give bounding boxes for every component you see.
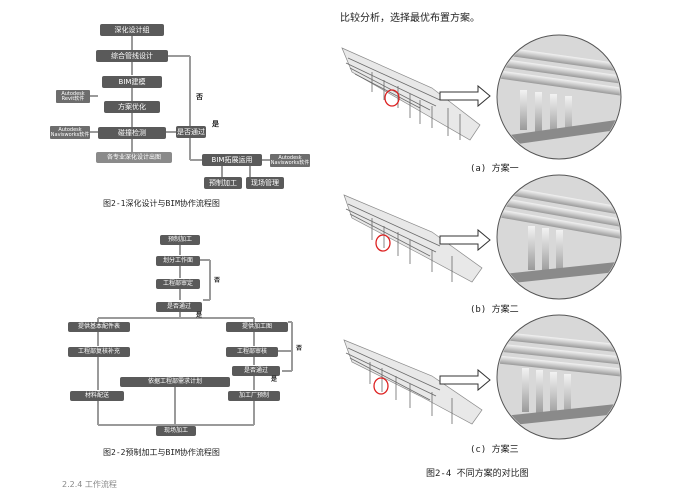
label-no-2: 否 (296, 345, 303, 352)
box-engineering-review: 工程部审核 (226, 347, 278, 357)
tool-navisworks-2: Autodesk Navisworks软件 (270, 154, 310, 167)
box-site-processing: 现场加工 (156, 426, 196, 436)
scheme-c-overview (343, 339, 483, 425)
scheme-c-zoom (496, 314, 622, 440)
box-pass-check-1: 是否通过 (156, 302, 202, 312)
caption-fig-2-2: 图2-2预制加工与BIM协作流程图 (103, 448, 220, 457)
section-heading-partial: 2.2.4 工作流程 (62, 480, 117, 489)
label-no-1: 否 (214, 277, 221, 284)
scheme-b-zoom (496, 174, 622, 300)
scheme-b-arrow (439, 228, 491, 252)
box-pass-check-2: 是否通过 (232, 366, 280, 376)
box-collision-detection: 碰撞检测 (98, 127, 166, 139)
label-yes-2: 是 (271, 376, 278, 383)
tool-revit: Autodesk Revit软件 (56, 90, 90, 103)
box-material-delivery: 材料配送 (70, 391, 124, 401)
box-factory-prefab: 加工厂预制 (228, 391, 280, 401)
caption-scheme-c: (c) 方案三 (470, 445, 519, 455)
caption-fig-2-1: 图2-1深化设计与BIM协作流程图 (103, 199, 220, 208)
box-scheme-optimization: 方案优化 (104, 101, 160, 113)
box-site-management: 现场管理 (246, 177, 284, 189)
box-basic-parts-list: 提供基本配件表 (68, 322, 130, 332)
label-no: 否 (196, 93, 203, 101)
caption-scheme-b: (b) 方案二 (470, 305, 519, 315)
box-engineering-approve: 工程部审定 (156, 279, 200, 289)
scheme-a-arrow (439, 84, 491, 108)
box-engineering-review-supplement: 工程部复核补充 (68, 347, 130, 357)
box-prefab-processing: 预制加工 (160, 235, 200, 245)
box-drawing-output: 各专业深化设计出图 (96, 152, 172, 163)
label-yes: 是 (212, 120, 219, 128)
box-bim-modeling: BIM建模 (102, 76, 162, 88)
caption-fig-2-4: 图2-4 不同方案的对比图 (426, 469, 529, 479)
scheme-c-arrow (439, 368, 491, 392)
box-provide-drawings: 提供加工图 (226, 322, 288, 332)
box-divide-work-area: 划分工作面 (156, 256, 200, 266)
box-deepening-design-group: 深化设计组 (100, 24, 164, 36)
box-pass-check: 是否通过 (176, 126, 206, 138)
caption-scheme-a: (a) 方案一 (470, 164, 519, 174)
scheme-a-overview (341, 47, 481, 141)
tool-navisworks-1: Autodesk Navisworks软件 (50, 126, 90, 139)
scheme-b-overview (343, 194, 483, 283)
box-prefab: 预制加工 (204, 177, 242, 189)
box-pipeline-design: 综合管线设计 (96, 50, 168, 62)
scheme-a-zoom (496, 34, 622, 160)
intro-text: 比较分析，选择最优布置方案。 (340, 13, 480, 24)
box-bim-extension: BIM拓展运用 (202, 154, 262, 166)
label-yes-1: 是 (196, 312, 203, 319)
box-demand-plan: 依据工程部需求计划 (120, 377, 230, 387)
